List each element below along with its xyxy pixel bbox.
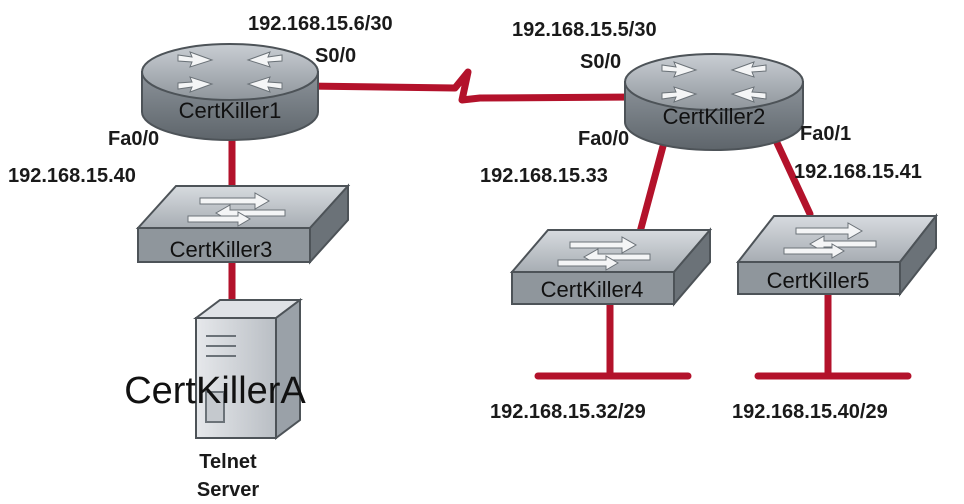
switch-arrows-icon [783,222,877,259]
r1-fa00-port: Fa0/0 [108,128,159,150]
switch-side [673,227,711,307]
r2-fa00-ip: 192.168.15.33 [480,165,608,187]
router-certkiller2[interactable]: CertKiller2 [624,53,804,151]
r2-serial-ip: 192.168.15.5/30 [512,19,657,41]
switch-certkiller5[interactable]: CertKiller5 [735,213,939,297]
router-arrows-icon [177,51,283,93]
r2-fa01-port: Fa0/1 [800,123,851,145]
router-certkiller1[interactable]: CertKiller1 [141,43,319,141]
server-role-line1: Telnet [199,451,257,473]
device-label: CertKiller5 [767,268,870,293]
r2-fa00-port: Fa0/0 [578,128,629,150]
r2-fa01-ip: 192.168.15.41 [794,161,922,183]
router-top [141,43,319,101]
link-r2-s4 [636,131,670,236]
link-r2-s5 [768,128,814,218]
switch-certkiller4[interactable]: CertKiller4 [509,227,713,307]
server-drive-bays-icon [205,335,236,423]
subnet-lan4: 192.168.15.32/29 [490,401,646,423]
device-label: CertKiller2 [663,104,766,129]
device-label: CertKiller1 [179,98,282,123]
interface-labels: 192.168.15.6/30 S0/0 192.168.15.5/30 S0/… [8,13,922,423]
r1-serial-port: S0/0 [315,45,356,67]
switch-certkiller3[interactable]: CertKiller3 [135,183,351,265]
router-arrows-icon [661,61,767,103]
r2-serial-port: S0/0 [580,51,621,73]
server-role-line2: Server [197,479,259,501]
server-certkillera[interactable]: CertKillerA Telnet Server [124,298,306,501]
subnet-lan5: 192.168.15.40/29 [732,401,888,423]
switch-side [309,183,349,265]
router-top [624,53,804,111]
switch-side [899,213,937,297]
server-side [275,298,301,440]
serial-link-r1-r2 [301,68,644,104]
r1-serial-ip: 192.168.15.6/30 [248,13,393,35]
switch-arrows-icon [187,192,286,227]
device-label: CertKiller4 [541,277,644,302]
r1-fa00-ip: 192.168.15.40 [8,165,136,187]
switch-arrows-icon [557,236,651,271]
links [228,68,912,380]
server-name: CertKillerA [124,370,306,412]
device-label: CertKiller3 [170,237,273,262]
